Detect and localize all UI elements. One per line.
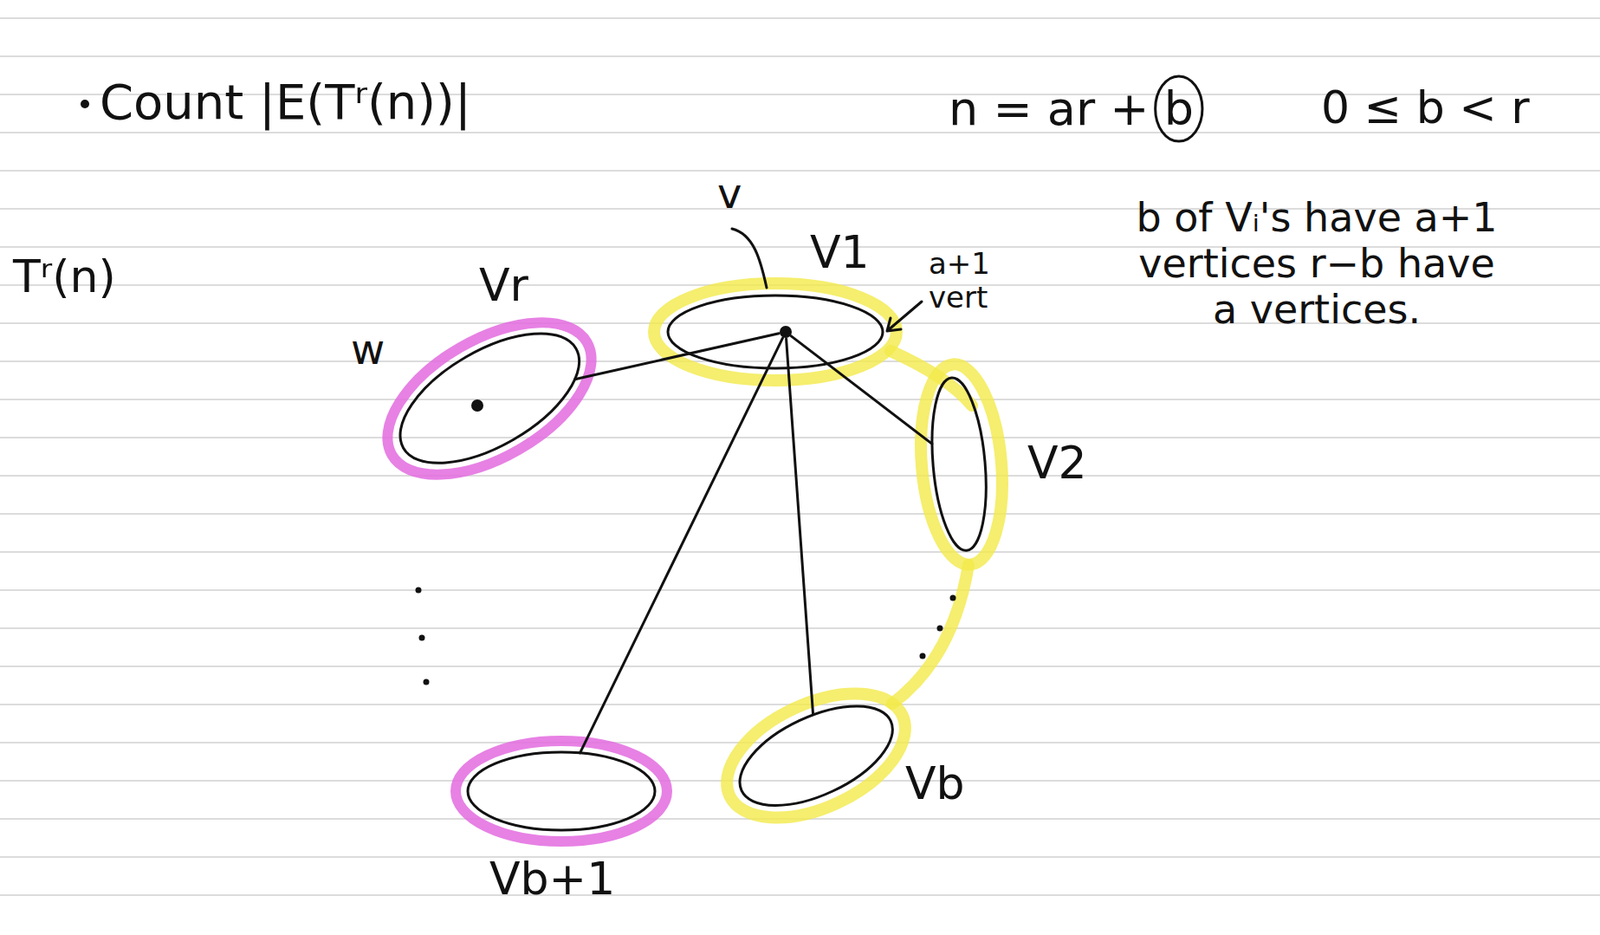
connector xyxy=(580,337,784,753)
vertex-part: Vb+1 xyxy=(464,748,659,834)
highlight-yellow xyxy=(707,667,925,843)
highlight-band xyxy=(890,350,972,406)
ellipsis-dot xyxy=(419,634,426,642)
highlight-pink xyxy=(455,740,668,842)
point-dot xyxy=(471,399,484,412)
vertex-part: Vb xyxy=(736,702,896,809)
bullet-dot xyxy=(80,99,90,109)
leader-line xyxy=(887,301,922,331)
part-label: Vb+1 xyxy=(489,853,616,906)
part-outline xyxy=(396,330,583,467)
part-label: Vb xyxy=(905,757,966,810)
part-outline xyxy=(736,702,896,809)
point-dot xyxy=(779,325,792,338)
part-ellipse xyxy=(925,375,992,553)
part-label: V2 xyxy=(1027,437,1088,490)
part-ellipse xyxy=(725,685,907,826)
ellipsis-dot xyxy=(937,625,944,632)
ellipsis-dot xyxy=(950,595,957,602)
vertex-point: w xyxy=(471,399,484,412)
brace-stroke xyxy=(731,228,767,288)
part-outline xyxy=(464,748,659,834)
connector xyxy=(574,333,779,380)
vertex-part: V1v xyxy=(664,291,887,372)
ellipsis-dot xyxy=(415,587,422,594)
heading: Count |E(Tʳ(n))| xyxy=(99,74,472,130)
part-outline xyxy=(928,374,990,554)
ellipsis-dot xyxy=(919,653,927,660)
highlight-pink xyxy=(362,291,616,506)
vertex-point: v xyxy=(779,325,792,338)
part-ellipse xyxy=(467,751,655,830)
part-label: v xyxy=(717,169,742,218)
part-outline xyxy=(664,291,887,372)
vertex-part: V2 xyxy=(928,374,990,554)
note-label: Tʳ(n) xyxy=(12,251,117,304)
note-label: a+1 vert xyxy=(928,246,998,315)
part-ellipse xyxy=(667,295,883,369)
vertex-part: Vrw xyxy=(396,330,583,467)
part-label: V1 xyxy=(809,226,870,279)
ellipsis-dot xyxy=(423,679,430,686)
part-ellipse xyxy=(379,307,600,490)
connector xyxy=(786,338,814,715)
note-label: b of Vᵢ's have a+1 vertices r−b have a v… xyxy=(1126,194,1508,333)
part-label: w xyxy=(350,325,385,374)
point-mark xyxy=(471,399,484,412)
part-label: Vr xyxy=(479,259,529,312)
note-label: 0 ≤ b < r xyxy=(1321,82,1530,135)
highlight-band xyxy=(892,564,969,704)
point-mark xyxy=(779,325,792,338)
note-label: n = ar + b xyxy=(948,82,1194,137)
highlight-yellow xyxy=(654,283,897,381)
